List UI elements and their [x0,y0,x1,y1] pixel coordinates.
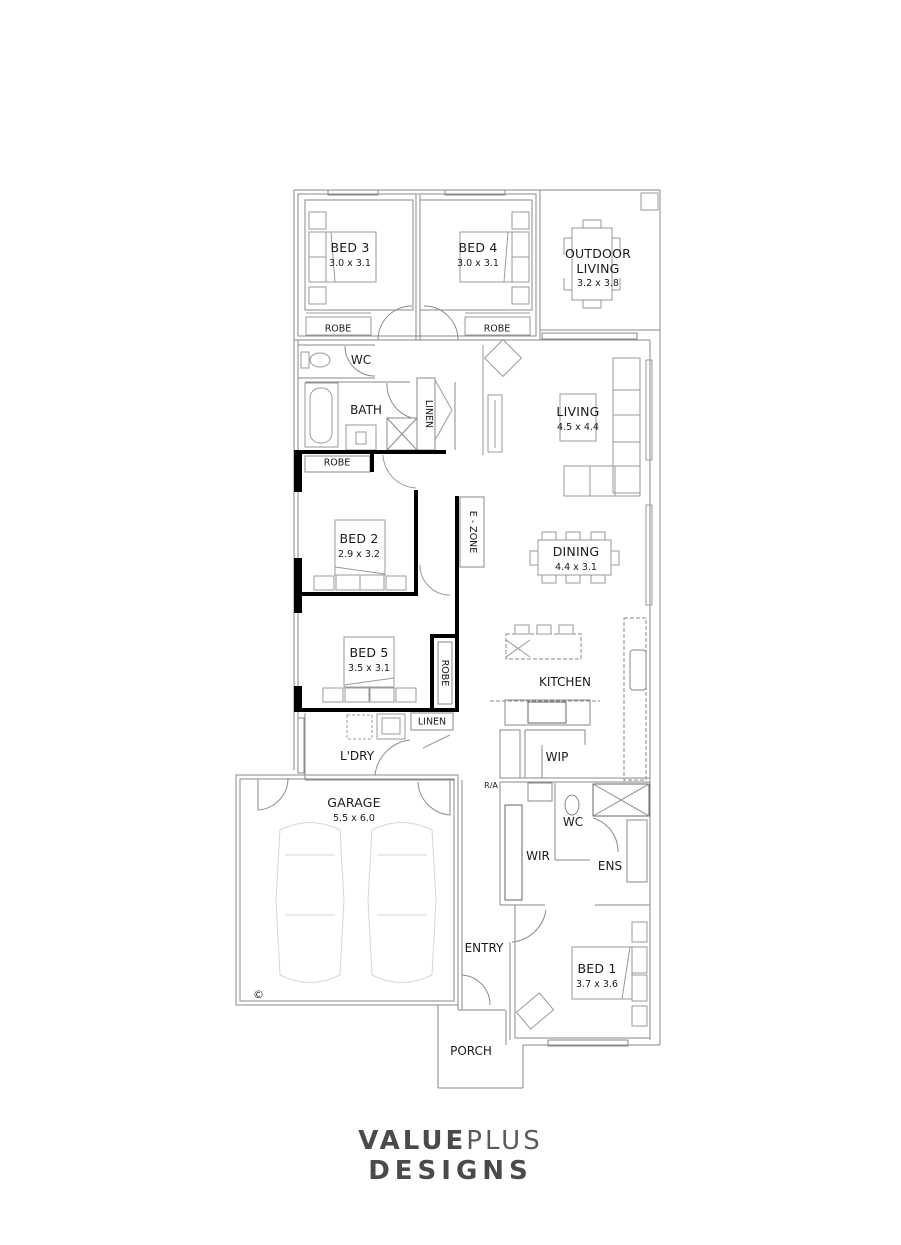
room-dimensions: 3.0 x 3.1 [457,257,499,269]
laundry [297,712,455,781]
dining-furniture [529,504,653,606]
room-dimensions: 4.5 x 4.4 [557,421,599,433]
brand-wordmark-line2: DESIGNS [368,1156,533,1186]
label-robe-bed2: ROBE [323,457,351,469]
wc-bath [298,344,456,451]
label-bath: BATH [350,403,382,417]
room-name: LIVING [556,404,600,419]
living-furniture [482,338,653,497]
bed3-room [304,199,414,311]
room-label-bed4: BED 4 3.0 x 3.1 [457,240,499,269]
room-dimensions: 3.7 x 3.6 [576,978,618,990]
bed3-furniture [305,211,377,336]
room-label-living: LIVING 4.5 x 4.4 [556,404,600,433]
bed1-furniture [514,905,650,1047]
label-porch: PORCH [450,1044,492,1058]
label-robe-bed5: ROBE [438,659,450,687]
room-label-bed2: BED 2 2.9 x 3.2 [338,531,380,560]
label-robe-bed3: ROBE [324,323,352,335]
label-robe-bed4: ROBE [483,323,511,335]
room-label-bed3: BED 3 3.0 x 3.1 [329,240,371,269]
label-e-zone: E - ZONE [466,510,478,554]
room-name-line2: LIVING [576,260,620,276]
label-linen-hall: LINEN [422,399,434,429]
room-label-outdoor-living: OUTDOOR LIVING 3.2 x 3.8 [564,246,632,289]
room-name: BED 4 [458,240,498,255]
entry-porch [437,780,660,1089]
room-name: GARAGE [327,795,381,810]
label-ldry: L'DRY [339,749,375,763]
room-dimensions: 3.2 x 3.8 [577,278,619,289]
wip-wir-ens [499,729,650,906]
room-label-bed5: BED 5 3.5 x 3.1 [348,645,390,674]
label-wir: WIR [526,849,550,863]
e-zone [459,496,485,568]
room-dimensions: 3.5 x 3.1 [348,662,390,674]
label-wc-main: WC [350,353,372,367]
room-dimensions: 5.5 x 6.0 [333,812,375,824]
room-name: DINING [552,544,600,559]
brand-wordmark-line1: VALUEPLUS [0,1128,901,1154]
room-name: BED 5 [349,645,389,660]
label-wip: WIP [545,750,569,764]
outer-walls [293,189,661,1045]
room-dimensions: 2.9 x 3.2 [338,548,380,560]
kitchen-island [490,617,647,781]
label-ensuite: ENS [597,859,623,873]
room-name: BED 1 [577,961,617,976]
bed4-door [423,305,459,341]
room-name: OUTDOOR [564,246,632,261]
room-label-garage: GARAGE 5.5 x 6.0 [327,795,381,824]
feature-walls [294,450,459,712]
outdoor-furniture [563,192,659,309]
car-outlines [275,822,437,983]
bed4-furniture [459,211,531,336]
label-kitchen: KITCHEN [539,675,591,689]
room-name: BED 2 [339,531,379,546]
room-dimensions: 4.4 x 3.1 [555,561,597,573]
copyright-icon: © [253,988,264,1001]
bed2-bed5-furniture [304,454,453,705]
label-entry: ENTRY [464,941,504,955]
brand-plus: PLUS [466,1126,543,1156]
windows-top [327,189,638,340]
room-label-bed1: BED 1 3.7 x 3.6 [576,961,618,990]
label-linen-ldry: LINEN [417,716,447,728]
room-name: BED 3 [330,240,370,255]
label-wc-ensuite: WC [562,815,584,829]
bed3-door [377,305,413,341]
room-label-dining: DINING 4.4 x 3.1 [552,544,600,573]
room-dimensions: 3.0 x 3.1 [329,257,371,269]
brand-value: VALUE [358,1126,467,1156]
label-return-air: R/A [484,781,498,790]
